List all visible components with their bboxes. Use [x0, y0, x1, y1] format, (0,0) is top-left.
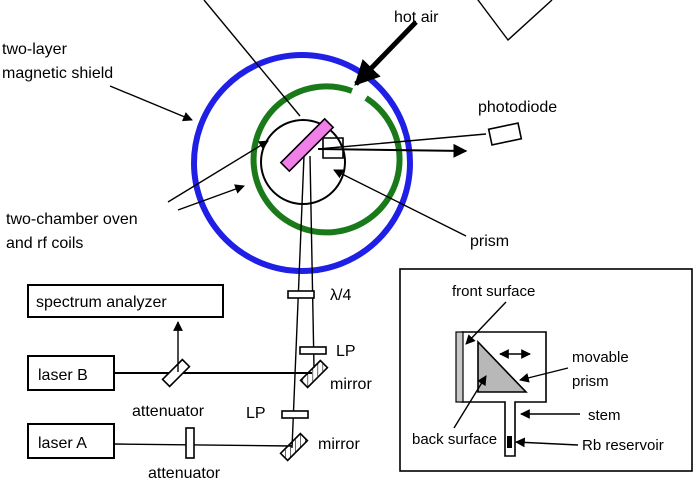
mirror-upper-label: mirror	[330, 376, 372, 393]
laser-a	[27, 423, 115, 459]
magnetic-shield	[191, 52, 413, 274]
laser-a-beam	[113, 443, 293, 447]
mirror-upper	[299, 359, 329, 389]
shield-label-1: two-layer	[2, 41, 68, 58]
attenuator-lower-label: attenuator	[148, 465, 221, 482]
beam-to-photodiode	[317, 133, 487, 150]
diagonal-pointer-line	[203, 0, 301, 117]
laser-b-label: laser B	[38, 367, 88, 384]
inset-back-surface-label: back surface	[412, 431, 497, 448]
spectrum-analyzer-label: spectrum analyzer	[36, 294, 167, 311]
shield-pointer	[109, 85, 193, 122]
beam-vertical-a	[291, 155, 305, 449]
lp-lower-label: LP	[246, 405, 266, 422]
quarter-wave-label: λ/4	[330, 287, 351, 304]
oven-prism	[322, 137, 344, 159]
inset-front-pointer	[465, 301, 507, 345]
direction-indicator	[477, 0, 553, 42]
quarter-wave-plate	[287, 290, 315, 299]
mirror-lower-label: mirror	[318, 436, 360, 453]
inset-movable-label-1: movable	[572, 349, 629, 366]
attenuator-upper-label: attenuator	[132, 403, 205, 420]
attenuator-upper	[161, 358, 191, 388]
hot-air-arrow	[354, 20, 418, 86]
inset-movable-prism	[477, 340, 528, 393]
oven	[260, 119, 346, 205]
laser-b	[27, 355, 115, 391]
attenuator-lower	[185, 427, 195, 459]
polarizer-lower	[281, 410, 309, 419]
oven-label-1: two-chamber oven	[6, 211, 138, 228]
polarizer-upper	[299, 346, 327, 355]
oven-label-2: and rf coils	[6, 235, 83, 252]
mirror-lower	[279, 432, 309, 462]
prism-label: prism	[470, 233, 509, 250]
beam-vertical-b	[309, 155, 315, 369]
inset-back-pointer	[453, 375, 487, 429]
photodiode	[487, 122, 523, 146]
hot-air-label: hot air	[394, 9, 439, 26]
inset-rb-label: Rb reservoir	[582, 437, 664, 454]
inset-front-surface	[455, 331, 464, 403]
photodiode-label: photodiode	[478, 99, 557, 116]
inset-stem-label: stem	[588, 407, 621, 424]
oven-pointer-1	[167, 140, 269, 203]
inset-movable-pointer	[519, 367, 569, 383]
spectrum-analyzer	[27, 284, 224, 318]
beam-output	[317, 143, 468, 158]
inset-rb-pointer	[515, 437, 579, 448]
oven-pointer-2	[177, 184, 245, 211]
inset-front-surface-label: front surface	[452, 283, 535, 300]
vapor-cell	[279, 117, 335, 173]
inset-movable-label-2: prism	[572, 373, 609, 390]
prism-pointer	[333, 169, 467, 237]
shield-label-2: magnetic shield	[2, 65, 113, 82]
laser-a-label: laser A	[38, 435, 87, 452]
inset-rb-drop	[507, 436, 512, 448]
lp-upper-label: LP	[336, 343, 356, 360]
